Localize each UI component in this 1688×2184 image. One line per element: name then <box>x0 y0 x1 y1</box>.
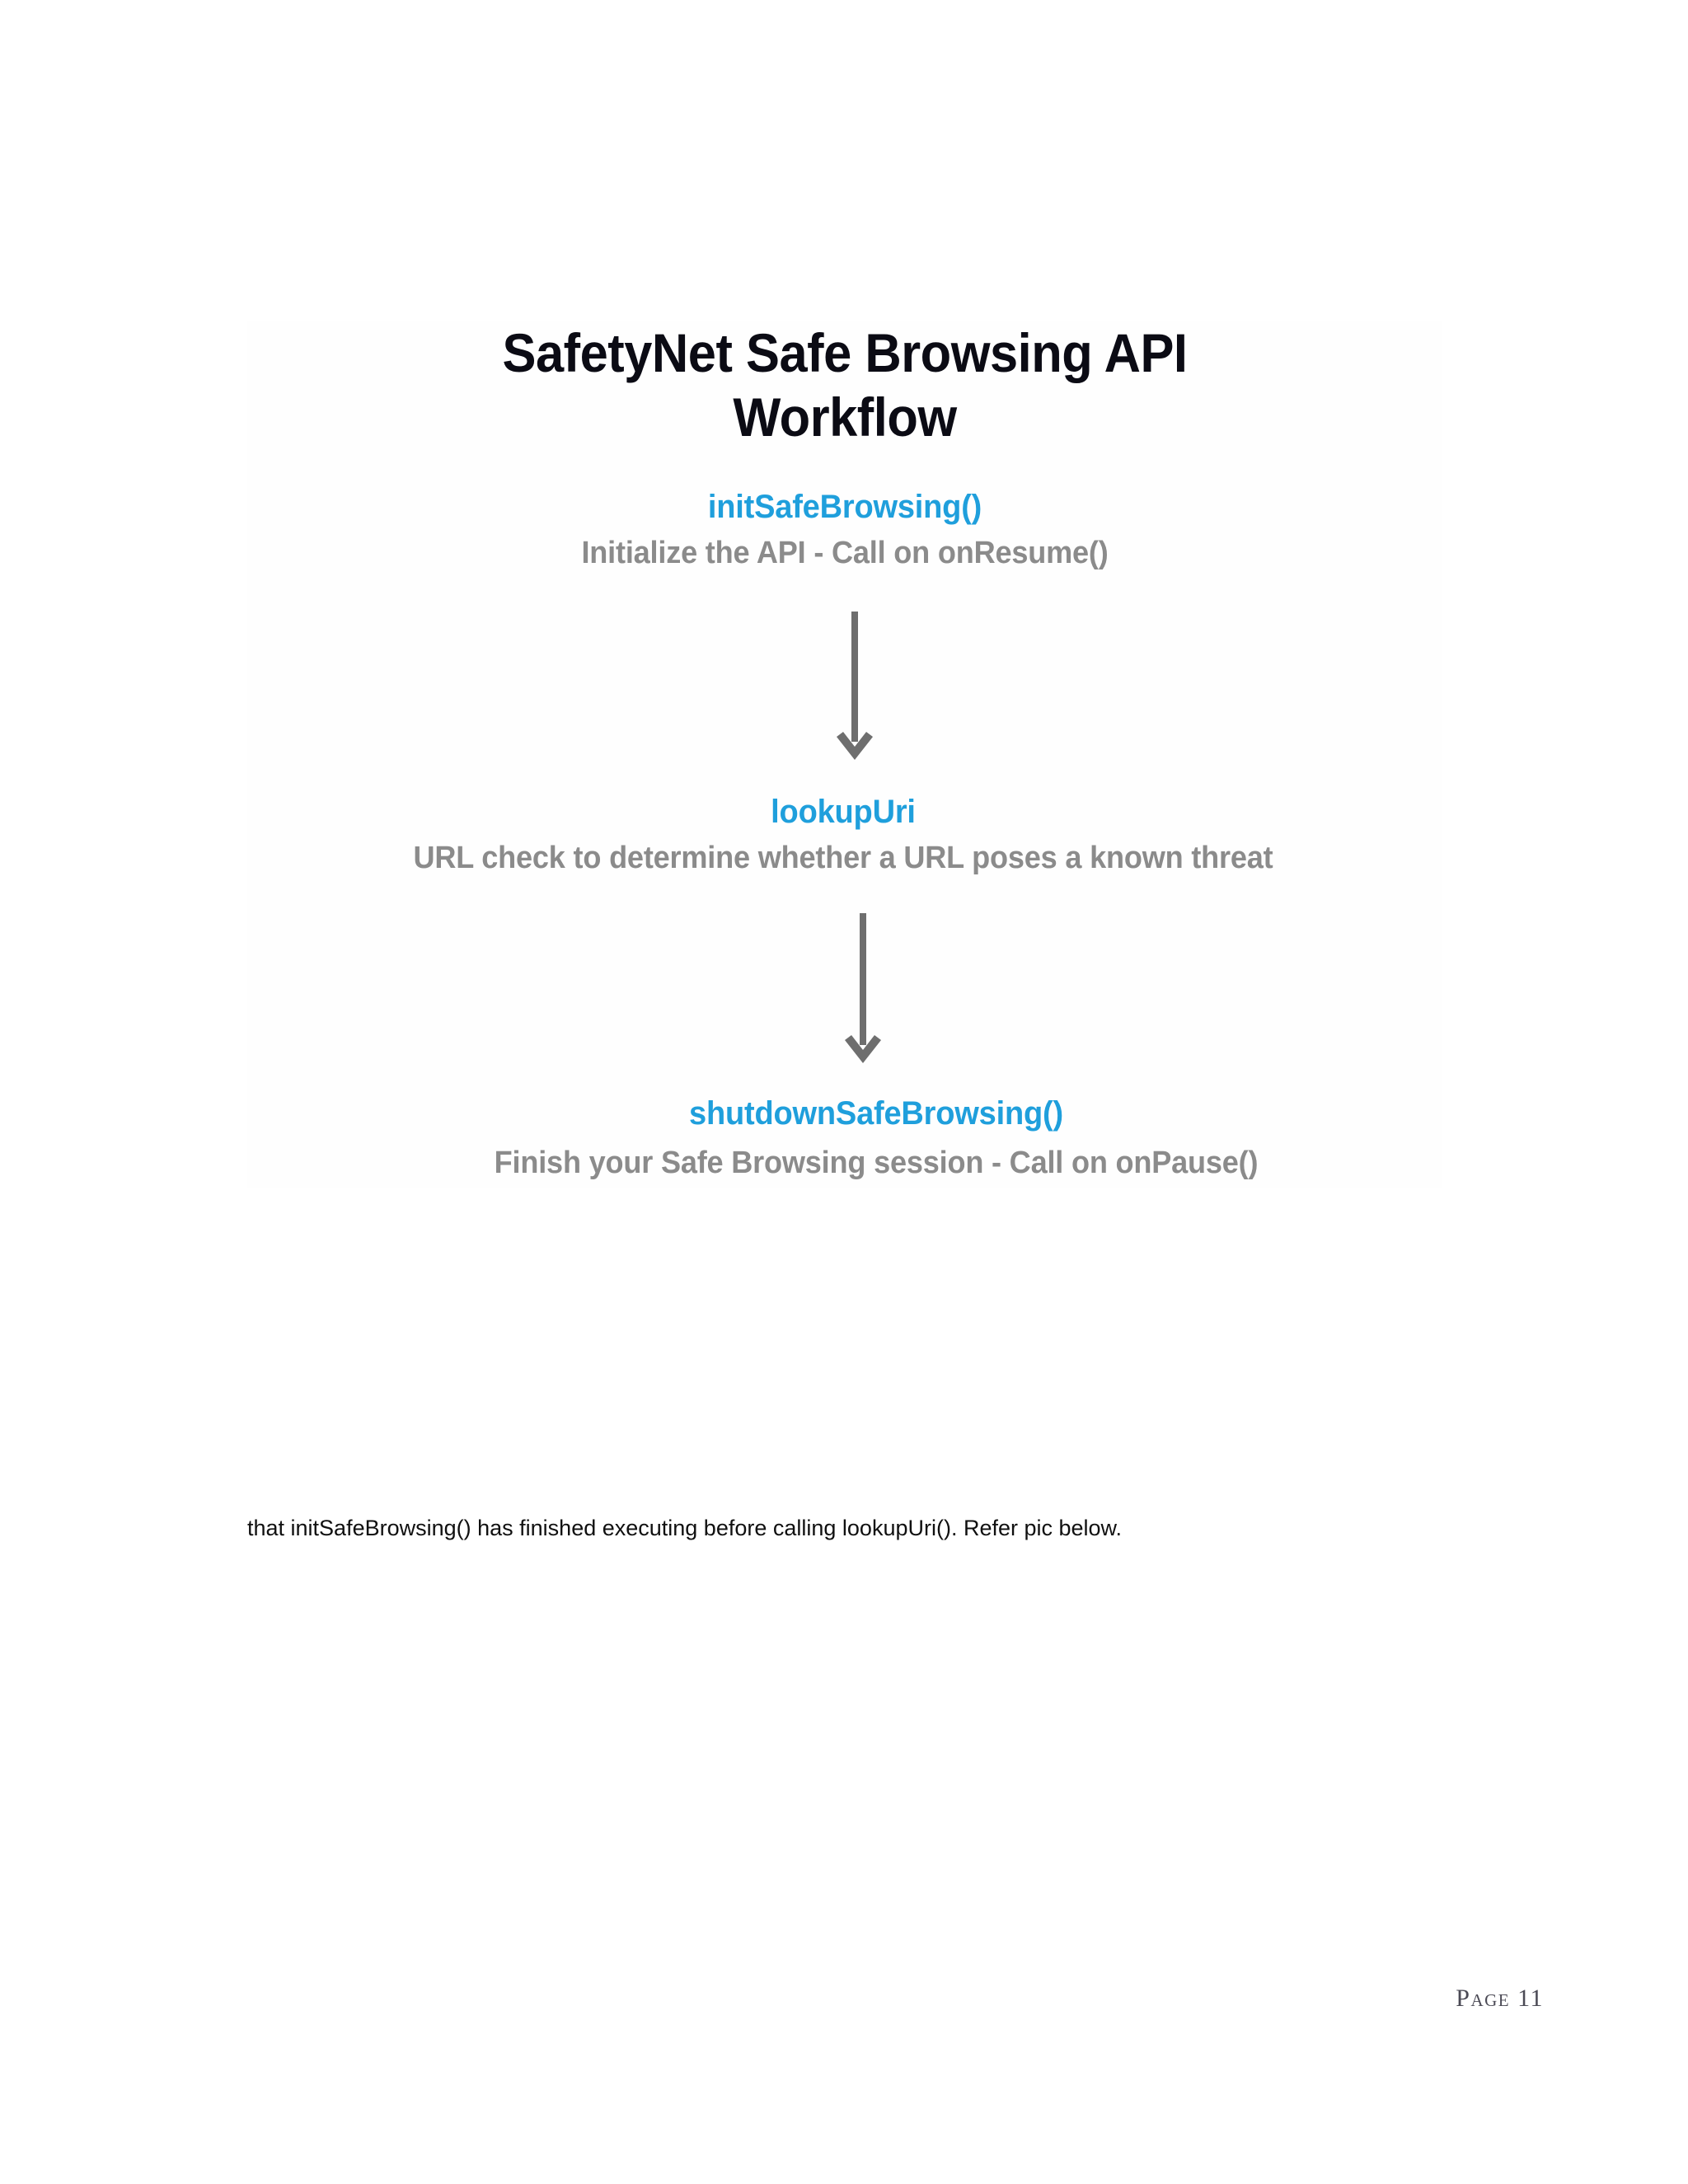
arrow-down-icon <box>837 611 873 760</box>
flow-node-shutdown-safe-browsing: shutdownSafeBrowsing() Finish your Safe … <box>310 1093 1442 1188</box>
flow-node-description: Initialize the API - Call on onResume() <box>581 535 1109 570</box>
flow-node-init-safe-browsing: initSafeBrowsing() Initialize the API - … <box>247 486 1442 574</box>
diagram-title: SafetyNet Safe Browsing API Workflow <box>502 322 1188 448</box>
page-number-footer: Page 11 <box>1456 1985 1544 2012</box>
flow-node-description: URL check to determine whether a URL pos… <box>413 840 1273 875</box>
flow-node-description: Finish your Safe Browsing session - Call… <box>494 1146 1259 1181</box>
arrow-down-icon <box>845 913 881 1064</box>
body-paragraph: that initSafeBrowsing() has finished exe… <box>247 1516 1123 1540</box>
flow-node-name: initSafeBrowsing() <box>707 488 982 525</box>
flow-node-name: lookupUri <box>771 793 916 830</box>
flow-node-name: shutdownSafeBrowsing() <box>689 1095 1063 1132</box>
flow-node-lookup-uri: lookupUri URL check to determine whether… <box>244 791 1442 879</box>
safetynet-workflow-diagram: SafetyNet Safe Browsing API Workflow ini… <box>247 321 1442 1188</box>
